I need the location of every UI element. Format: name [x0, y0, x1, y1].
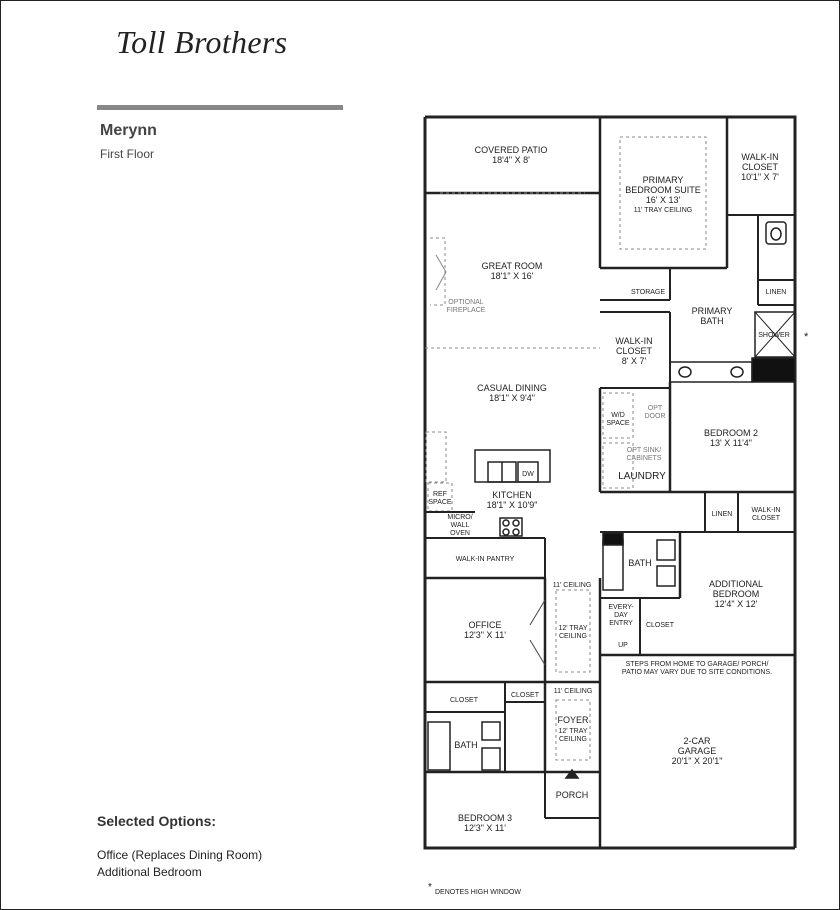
walkin-closet-3-label-2: CLOSET — [752, 515, 781, 522]
closet-addl-label: CLOSET — [646, 622, 675, 629]
primary-bath-label-2: BATH — [700, 316, 723, 326]
wd-space-label-2: SPACE — [606, 420, 630, 427]
micro-label-3: OVEN — [450, 530, 470, 537]
plan-floor: First Floor — [100, 147, 154, 161]
closet-left-label: CLOSET — [450, 697, 479, 704]
garage-note-1: STEPS FROM HOME TO GARAGE/ PORCH/ — [626, 661, 769, 668]
high-window-star: * — [804, 331, 809, 343]
casual-dining-label: CASUAL DINING — [477, 383, 547, 393]
plan-name: Merynn — [100, 122, 157, 139]
walkin-closet-2-label-1: WALK-IN — [615, 336, 652, 346]
primary-suite-label-1: PRIMARY — [643, 175, 684, 185]
primary-suite-note: 11' TRAY CEILING — [634, 207, 692, 214]
linen-primary-label: LINEN — [766, 289, 787, 296]
fireplace-label-1: OPTIONAL — [448, 299, 484, 306]
everyday-entry-label-3: ENTRY — [609, 620, 633, 627]
bath-lower-label: BATH — [454, 740, 477, 750]
high-window-legend: DENOTES HIGH WINDOW — [435, 889, 521, 896]
additional-bedroom-dims: 12'4" X 12' — [715, 599, 758, 609]
garage-label-2: GARAGE — [678, 746, 717, 756]
everyday-entry-up: UP — [618, 642, 628, 649]
bedroom2-dims: 13' X 11'4" — [710, 438, 752, 448]
additional-bedroom-label-1: ADDITIONAL — [709, 579, 763, 589]
foyer-label: FOYER — [557, 715, 589, 725]
high-window-legend-star: * — [428, 882, 432, 893]
office-label: OFFICE — [469, 620, 502, 630]
opt-door-label-1: OPT — [648, 405, 663, 412]
great-room-dims: 18'1" X 16' — [491, 271, 534, 281]
fireplace-label-2: FIREPLACE — [447, 307, 486, 314]
opt-door-label-2: DOOR — [645, 413, 666, 420]
micro-label-1: MICRO/ — [447, 514, 472, 521]
selected-options-heading: Selected Options: — [97, 813, 217, 829]
ref-space-label-2: SPACE — [428, 499, 452, 506]
foyer-ceiling-1: 12' TRAY — [558, 728, 587, 735]
linen-mid-label: LINEN — [712, 511, 733, 518]
bedroom2-label: BEDROOM 2 — [704, 428, 758, 438]
tray-ceiling-office-2: CEILING — [559, 633, 587, 640]
walkin-closet-primary-label-1: WALK-IN — [741, 152, 778, 162]
ceiling-11-foyer-label: 11' CEILING — [554, 688, 593, 695]
casual-dining-dims: 18'1" X 9'4" — [489, 393, 535, 403]
porch-label: PORCH — [556, 790, 589, 800]
great-room-label: GREAT ROOM — [482, 261, 543, 271]
office-dims: 12'3" X 11' — [464, 630, 506, 640]
covered-patio-label: COVERED PATIO — [475, 145, 548, 155]
garage-note-2: PATIO MAY VARY DUE TO SITE CONDITIONS. — [622, 669, 772, 676]
bath-mid-label: BATH — [628, 558, 651, 568]
additional-bedroom-label-2: BEDROOM — [713, 589, 760, 599]
garage-label-1: 2-CAR — [683, 736, 711, 746]
option-item: Additional Bedroom — [97, 865, 202, 879]
everyday-entry-label-2: DAY — [614, 612, 628, 619]
opt-sink-label-1: OPT SINK/ — [627, 447, 662, 454]
option-item: Office (Replaces Dining Room) — [97, 848, 263, 862]
brand-logo: Toll Brothers — [116, 24, 288, 60]
ref-space-label-1: REF — [433, 491, 447, 498]
kitchen-dims: 18'1" X 10'9" — [487, 500, 538, 510]
tray-ceiling-office-1: 12' TRAY — [558, 625, 587, 632]
micro-label-2: WALL — [451, 522, 470, 529]
walkin-closet-primary-dims: 10'1" X 7' — [741, 172, 779, 182]
shower-label: SHOWER — [758, 332, 790, 339]
bedroom3-dims: 12'3" X 11' — [464, 823, 506, 833]
primary-suite-label-2: BEDROOM SUITE — [625, 185, 701, 195]
walkin-pantry-label: WALK-IN PANTRY — [456, 556, 515, 563]
bedroom3-label: BEDROOM 3 — [458, 813, 512, 823]
title-rule — [97, 105, 343, 110]
walkin-closet-2-dims: 8' X 7' — [622, 356, 647, 366]
everyday-entry-label-1: EVERY- — [608, 604, 634, 611]
dw-label: DW — [522, 471, 534, 478]
garage-dims: 20'1" X 20'1" — [672, 756, 723, 766]
wd-space-label-1: W/D — [611, 412, 625, 419]
ceiling-11-top-label: 11' CEILING — [553, 582, 592, 589]
walkin-closet-primary-label-2: CLOSET — [742, 162, 779, 172]
opt-sink-label-2: CABINETS — [626, 455, 661, 462]
walkin-closet-3-label-1: WALK-IN — [752, 507, 781, 514]
closet-right-label: CLOSET — [511, 692, 540, 699]
primary-bath-label-1: PRIMARY — [692, 306, 733, 316]
storage-label: STORAGE — [631, 289, 665, 296]
kitchen-label: KITCHEN — [492, 490, 532, 500]
foyer-ceiling-2: CEILING — [559, 736, 587, 743]
covered-patio-dims: 18'4" X 8' — [492, 155, 530, 165]
selected-options-list: Office (Replaces Dining Room) Additional… — [97, 847, 262, 881]
laundry-label: LAUNDRY — [618, 471, 666, 482]
walkin-closet-2-label-2: CLOSET — [616, 346, 653, 356]
primary-suite-dims: 16' X 13' — [646, 195, 681, 205]
